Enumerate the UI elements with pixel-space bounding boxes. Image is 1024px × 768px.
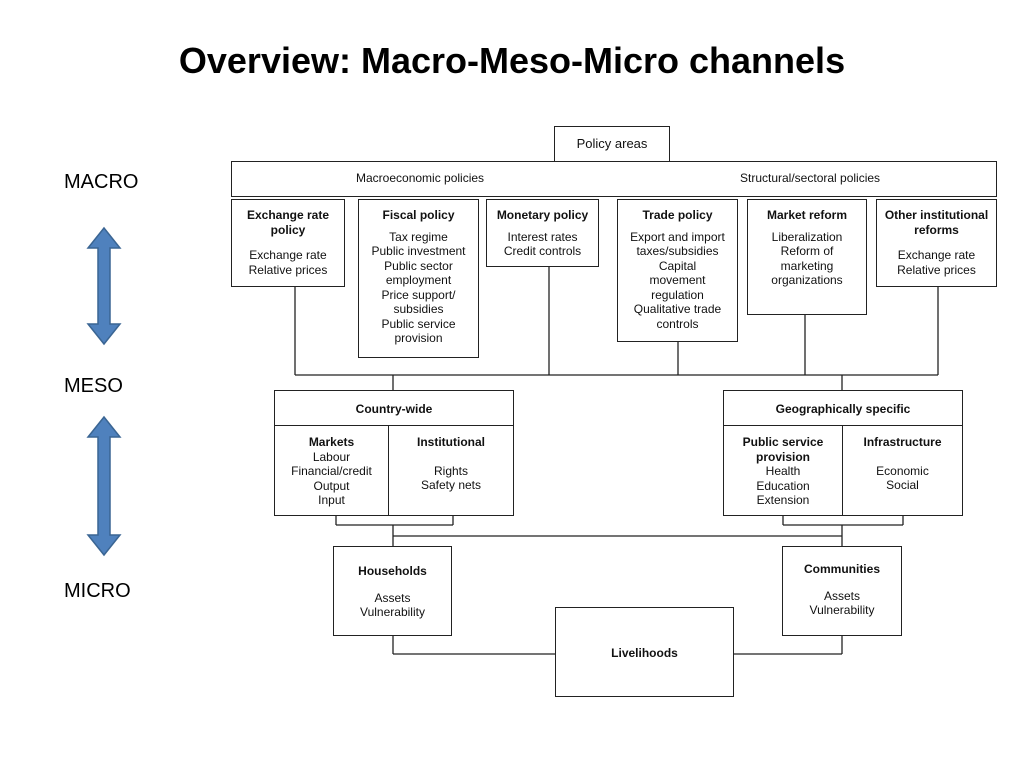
geographically-specific-heading: Geographically specific: [775, 402, 911, 416]
meso-label: MESO: [64, 375, 123, 397]
institutional-heading: Institutional: [417, 435, 485, 449]
exchange-rate-policy-box: Exchange rate policy Exchange rate Relat…: [231, 199, 345, 287]
livelihoods-box: Livelihoods: [555, 607, 734, 697]
policy-category-band: Macroeconomic policies Structural/sector…: [231, 161, 997, 197]
livelihoods-heading: Livelihoods: [611, 646, 678, 660]
meso-micro-double-arrow-icon: [86, 415, 122, 557]
infrastructure-box: Infrastructure Economic Social: [842, 425, 963, 516]
policy-areas-box: Policy areas: [554, 126, 670, 162]
macroeconomic-policies-label: Macroeconomic policies: [356, 171, 485, 185]
other-institutional-reforms-box: Other institutional reforms Exchange rat…: [876, 199, 997, 287]
policy-heading: Fiscal policy: [382, 208, 455, 222]
policy-body: Interest rates Credit controls: [503, 229, 582, 259]
households-heading: Households: [358, 564, 427, 578]
policy-body: Exchange rate Relative prices: [248, 248, 328, 277]
policy-heading: Market reform: [766, 208, 848, 222]
communities-heading: Communities: [803, 562, 880, 576]
public-service-provision-body: Health Education Extension: [756, 464, 810, 507]
monetary-policy-box: Monetary policy Interest rates Credit co…: [486, 199, 599, 267]
macro-meso-double-arrow-icon: [86, 226, 122, 346]
policy-heading: Other institutional reforms: [884, 208, 989, 237]
markets-heading: Markets: [308, 435, 355, 449]
public-service-provision-box: Public service provision Health Educatio…: [723, 425, 843, 516]
geographically-specific-header-box: Geographically specific: [723, 390, 963, 426]
communities-body: Assets Vulnerability: [809, 588, 875, 618]
policy-body: Liberalization Reform of marketing organ…: [771, 229, 843, 288]
infrastructure-body: Economic Social: [876, 463, 929, 493]
households-box: Households Assets Vulnerability: [333, 546, 452, 636]
policy-heading: Monetary policy: [496, 208, 589, 222]
market-reform-box: Market reform Liberalization Reform of m…: [747, 199, 867, 315]
communities-box: Communities Assets Vulnerability: [782, 546, 902, 636]
country-wide-heading: Country-wide: [355, 402, 433, 416]
structural-sectoral-policies-label: Structural/sectoral policies: [740, 171, 881, 185]
page-title: Overview: Macro-Meso-Micro channels: [178, 40, 846, 81]
policy-body: Exchange rate Relative prices: [897, 248, 976, 277]
public-service-provision-heading: Public service provision: [742, 435, 824, 464]
fiscal-policy-box: Fiscal policy Tax regime Public investme…: [358, 199, 479, 358]
markets-box: Markets Labour Financial/credit Output I…: [274, 425, 389, 516]
households-body: Assets Vulnerability: [360, 590, 425, 620]
trade-policy-box: Trade policy Export and import taxes/sub…: [617, 199, 738, 342]
markets-body: Labour Financial/credit Output Input: [291, 449, 372, 508]
policy-heading: Trade policy: [642, 208, 713, 222]
policy-body: Tax regime Public investment Public sect…: [371, 229, 466, 346]
policy-areas-label: Policy areas: [576, 136, 648, 151]
macro-label: MACRO: [64, 171, 139, 193]
country-wide-header-box: Country-wide: [274, 390, 514, 426]
infrastructure-heading: Infrastructure: [863, 435, 942, 449]
institutional-body: Rights Safety nets: [420, 463, 482, 493]
micro-label: MICRO: [64, 580, 131, 602]
policy-body: Export and import taxes/subsidies Capita…: [630, 229, 725, 331]
institutional-box: Institutional Rights Safety nets: [388, 425, 514, 516]
policy-heading: Exchange rate policy: [246, 208, 330, 237]
